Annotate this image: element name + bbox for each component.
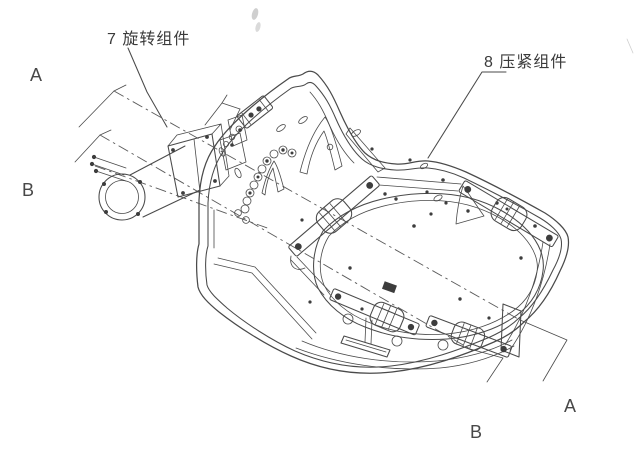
edge-clamp	[236, 95, 274, 129]
corner-plate	[500, 303, 522, 358]
stiffener-fins	[261, 116, 485, 225]
frame-outer-contour	[196, 70, 570, 374]
bottom-flange-line	[301, 339, 513, 363]
callout-8-label: 8 压紧组件	[484, 53, 567, 71]
clamp-bar-lower-left	[329, 288, 420, 336]
hanging-rings	[290, 255, 449, 351]
rotation-assembly	[89, 94, 274, 221]
roller-cylinder	[490, 196, 528, 232]
motor-pins	[89, 154, 127, 182]
subframe-rails	[290, 176, 551, 351]
plate-dots	[300, 147, 537, 320]
end-bolt	[431, 319, 438, 327]
edge-nuts	[222, 125, 243, 147]
section-letter-b-bottom-right: B	[470, 422, 482, 442]
end-bolt	[407, 323, 415, 331]
callout-7-label: 7 旋转组件	[107, 30, 190, 48]
opening-inner-wall	[319, 199, 538, 335]
end-bolt	[294, 243, 302, 250]
roller-cylinder	[369, 301, 405, 333]
frame-plate	[196, 70, 570, 374]
motor-axis-line	[94, 165, 271, 230]
left-step-lines	[213, 257, 317, 340]
callout-8-leader	[427, 71, 507, 159]
mounting-bracket	[204, 94, 241, 131]
section-plane-a	[78, 84, 568, 382]
callout-7-leader	[127, 47, 168, 128]
roller-cylinder	[450, 321, 486, 351]
section-plane-b	[74, 129, 504, 383]
artifact-smudge	[251, 8, 634, 54]
end-bolt	[334, 293, 342, 300]
clamp-bar-upper-left	[288, 175, 380, 257]
clamp-bar-upper-right	[458, 180, 559, 248]
bottom-slot	[340, 335, 391, 358]
motor-body	[129, 145, 201, 218]
roller-cylinder	[315, 198, 353, 234]
end-bolt	[545, 234, 553, 242]
end-bolt	[366, 182, 374, 189]
section-letter-a-top-left: A	[30, 65, 42, 85]
motor-face	[98, 173, 146, 221]
pressing-assembly	[288, 175, 559, 358]
section-letter-a-bottom-right: A	[564, 396, 576, 416]
gearbox	[167, 123, 230, 198]
bolt-hole-arc	[234, 145, 297, 224]
end-bolt	[464, 186, 472, 193]
section-letter-b-left: B	[22, 180, 34, 200]
plate-holes	[218, 116, 443, 202]
end-bolt	[500, 345, 507, 353]
clamp-bar-lower-right	[425, 315, 513, 358]
